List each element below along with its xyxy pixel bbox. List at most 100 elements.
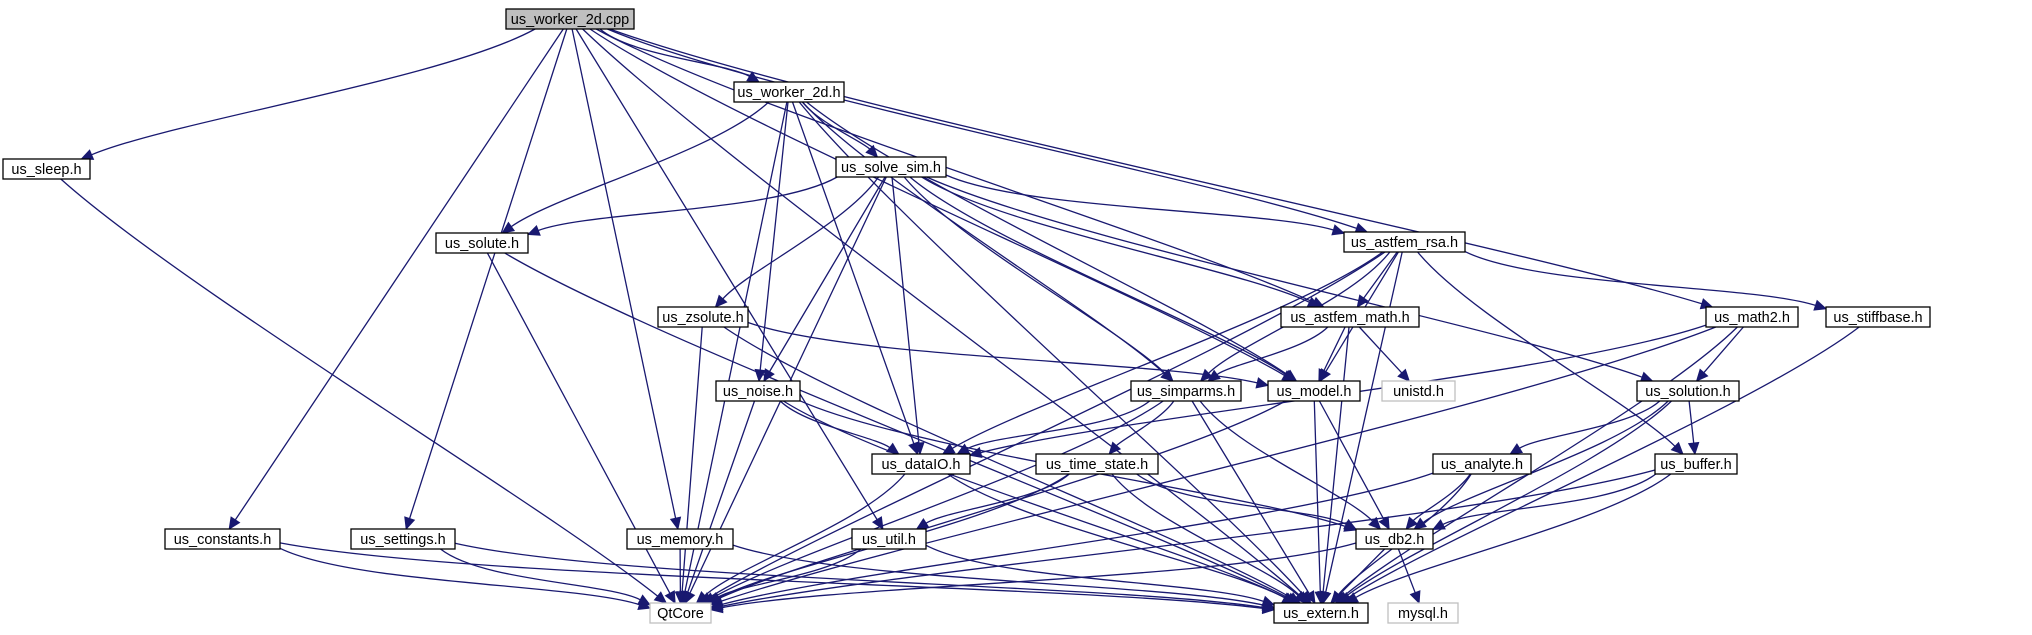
node-label: unistd.h bbox=[1393, 384, 1444, 400]
edge-line bbox=[926, 176, 1643, 378]
edge-us_time_state_h-to-us_db2_h bbox=[1136, 473, 1358, 530]
edge-us_worker_2d_cpp-to-us_util_h bbox=[575, 28, 884, 531]
node-label: us_util.h bbox=[862, 532, 916, 548]
edge-line bbox=[791, 101, 915, 444]
node-box bbox=[1355, 528, 1434, 550]
node-label: us_analyte.h bbox=[1441, 457, 1523, 473]
edge-line bbox=[1343, 326, 1738, 597]
node-us-solve-sim-h[interactable]: us_solve_sim.h bbox=[835, 156, 947, 178]
edge-us_db2_h-to-us_extern_h bbox=[1330, 548, 1386, 604]
edge-us_astfem_rsa_h-to-us_buffer_h bbox=[1417, 251, 1684, 455]
edge-us_solute_h-to-QtCore bbox=[486, 252, 676, 605]
edge-line bbox=[607, 28, 1357, 230]
node-us-worker-2d-h[interactable]: us_worker_2d.h bbox=[733, 81, 845, 103]
edge-us_stiffbase_h-to-us_extern_h bbox=[1338, 326, 1860, 604]
node-us-astfem-rsa-h[interactable]: us_astfem_rsa.h bbox=[1343, 231, 1466, 253]
node-us-util-h[interactable]: us_util.h bbox=[851, 528, 927, 550]
node-label: us_memory.h bbox=[637, 532, 724, 548]
arrowhead-icon bbox=[674, 591, 687, 605]
edge-line bbox=[1442, 473, 1657, 526]
edge-line bbox=[1216, 326, 1329, 376]
node-us-memory-h[interactable]: us_memory.h bbox=[626, 528, 734, 550]
edge-us_worker_2d_cpp-to-us_astfem_rsa_h bbox=[607, 28, 1369, 234]
edge-line bbox=[925, 473, 1070, 524]
node-box bbox=[2, 158, 91, 180]
arrowhead-icon bbox=[1160, 368, 1174, 382]
node-mysql-h: mysql.h bbox=[1387, 602, 1459, 624]
edge-line bbox=[1111, 473, 1299, 596]
node-us-time-state-h[interactable]: us_time_state.h bbox=[1035, 453, 1159, 475]
edge-line bbox=[1348, 326, 1860, 598]
node-us-math2-h[interactable]: us_math2.h bbox=[1705, 306, 1799, 328]
node-label: us_buffer.h bbox=[1660, 457, 1732, 473]
arrowhead-icon bbox=[669, 516, 682, 531]
header-nodes: us_worker_2d.cpp us_worker_2d.h us_sleep.h… bbox=[2, 8, 1931, 624]
node-us-extern-h[interactable]: us_extern.h bbox=[1273, 602, 1369, 624]
node-us-noise-h[interactable]: us_noise.h bbox=[715, 380, 801, 402]
arrowhead-icon bbox=[404, 516, 416, 531]
edge-line bbox=[60, 178, 659, 597]
node-us-analyte-h[interactable]: us_analyte.h bbox=[1432, 453, 1532, 475]
edge-line bbox=[1417, 251, 1676, 447]
node-us-solution-h[interactable]: us_solution.h bbox=[1636, 380, 1740, 402]
edge-us_worker_2d_cpp-to-us_constants_h bbox=[228, 28, 564, 531]
edge-line bbox=[582, 28, 1301, 597]
edge-line bbox=[721, 472, 1434, 606]
edge-us_simparms_h-to-us_dataIO_h bbox=[956, 400, 1151, 455]
edge-us_dataIO_h-to-QtCore bbox=[695, 473, 906, 604]
node-us-solute-h[interactable]: us_solute.h bbox=[435, 232, 529, 254]
node-label: us_zsolute.h bbox=[662, 310, 743, 326]
node-box bbox=[649, 602, 712, 624]
node-box bbox=[733, 81, 845, 103]
node-label: us_worker_2d.h bbox=[737, 85, 840, 101]
node-us-dataIO-h[interactable]: us_dataIO.h bbox=[871, 453, 971, 475]
edge-us_worker_2d_h-to-us_noise_h bbox=[754, 101, 789, 383]
node-label: us_sleep.h bbox=[11, 162, 81, 178]
arrowhead-icon bbox=[714, 294, 728, 308]
edge-us_astfem_rsa_h-to-us_astfem_math_h bbox=[1356, 251, 1398, 308]
edge-line bbox=[279, 547, 640, 606]
arrowhead-icon bbox=[695, 590, 709, 604]
edge-us_buffer_h-to-us_db2_h bbox=[1431, 473, 1657, 530]
node-box bbox=[715, 380, 801, 402]
node-label: us_time_state.h bbox=[1046, 457, 1148, 473]
edge-line bbox=[1313, 400, 1321, 593]
edge-line bbox=[721, 542, 1357, 609]
node-us-worker-2d-cpp: us_worker_2d.cpp bbox=[505, 8, 635, 30]
edge-us_model_h-to-QtCore bbox=[707, 400, 1286, 604]
edge-line bbox=[721, 326, 1717, 602]
edge-line bbox=[1191, 400, 1310, 594]
edge-line bbox=[747, 321, 1258, 384]
node-us-buffer-h[interactable]: us_buffer.h bbox=[1654, 453, 1738, 475]
node-box bbox=[1636, 380, 1740, 402]
node-us-settings-h[interactable]: us_settings.h bbox=[350, 528, 456, 550]
node-us-db2-h[interactable]: us_db2.h bbox=[1355, 528, 1434, 550]
node-box bbox=[1387, 602, 1459, 624]
edge-line bbox=[732, 544, 1264, 606]
edge-line bbox=[1703, 326, 1744, 374]
edge-us_model_h-to-us_db2_h bbox=[1318, 400, 1390, 531]
edge-line bbox=[1322, 326, 1350, 593]
node-us-constants-h[interactable]: us_constants.h bbox=[164, 528, 281, 550]
edge-us_analyte_h-to-us_db2_h bbox=[1405, 473, 1471, 530]
edge-line bbox=[681, 326, 703, 593]
node-unistd-h: unistd.h bbox=[1381, 380, 1456, 402]
node-us-stiffbase-h[interactable]: us_stiffbase.h bbox=[1825, 306, 1931, 328]
node-us-zsolute-h[interactable]: us_zsolute.h bbox=[657, 306, 749, 328]
node-label: us_stiffbase.h bbox=[1833, 310, 1922, 326]
arrowhead-icon bbox=[1397, 368, 1411, 382]
edge-line bbox=[686, 400, 756, 593]
edge-line bbox=[1397, 548, 1416, 593]
dependency-edges bbox=[60, 28, 1860, 615]
node-label: us_settings.h bbox=[360, 532, 445, 548]
node-us-astfem-math-h[interactable]: us_astfem_math.h bbox=[1280, 306, 1420, 328]
node-label: us_dataIO.h bbox=[882, 457, 961, 473]
edge-us_worker_2d_cpp-to-us_settings_h bbox=[404, 28, 568, 531]
edge-us_settings_h-to-QtCore bbox=[440, 548, 652, 606]
node-us-sleep-h[interactable]: us_sleep.h bbox=[2, 158, 91, 180]
node-us-simparms-h[interactable]: us_simparms.h bbox=[1130, 380, 1242, 402]
edge-us_sleep_h-to-QtCore bbox=[60, 178, 668, 604]
edge-line bbox=[1323, 326, 1346, 372]
node-us-model-h[interactable]: us_model.h bbox=[1267, 380, 1361, 402]
